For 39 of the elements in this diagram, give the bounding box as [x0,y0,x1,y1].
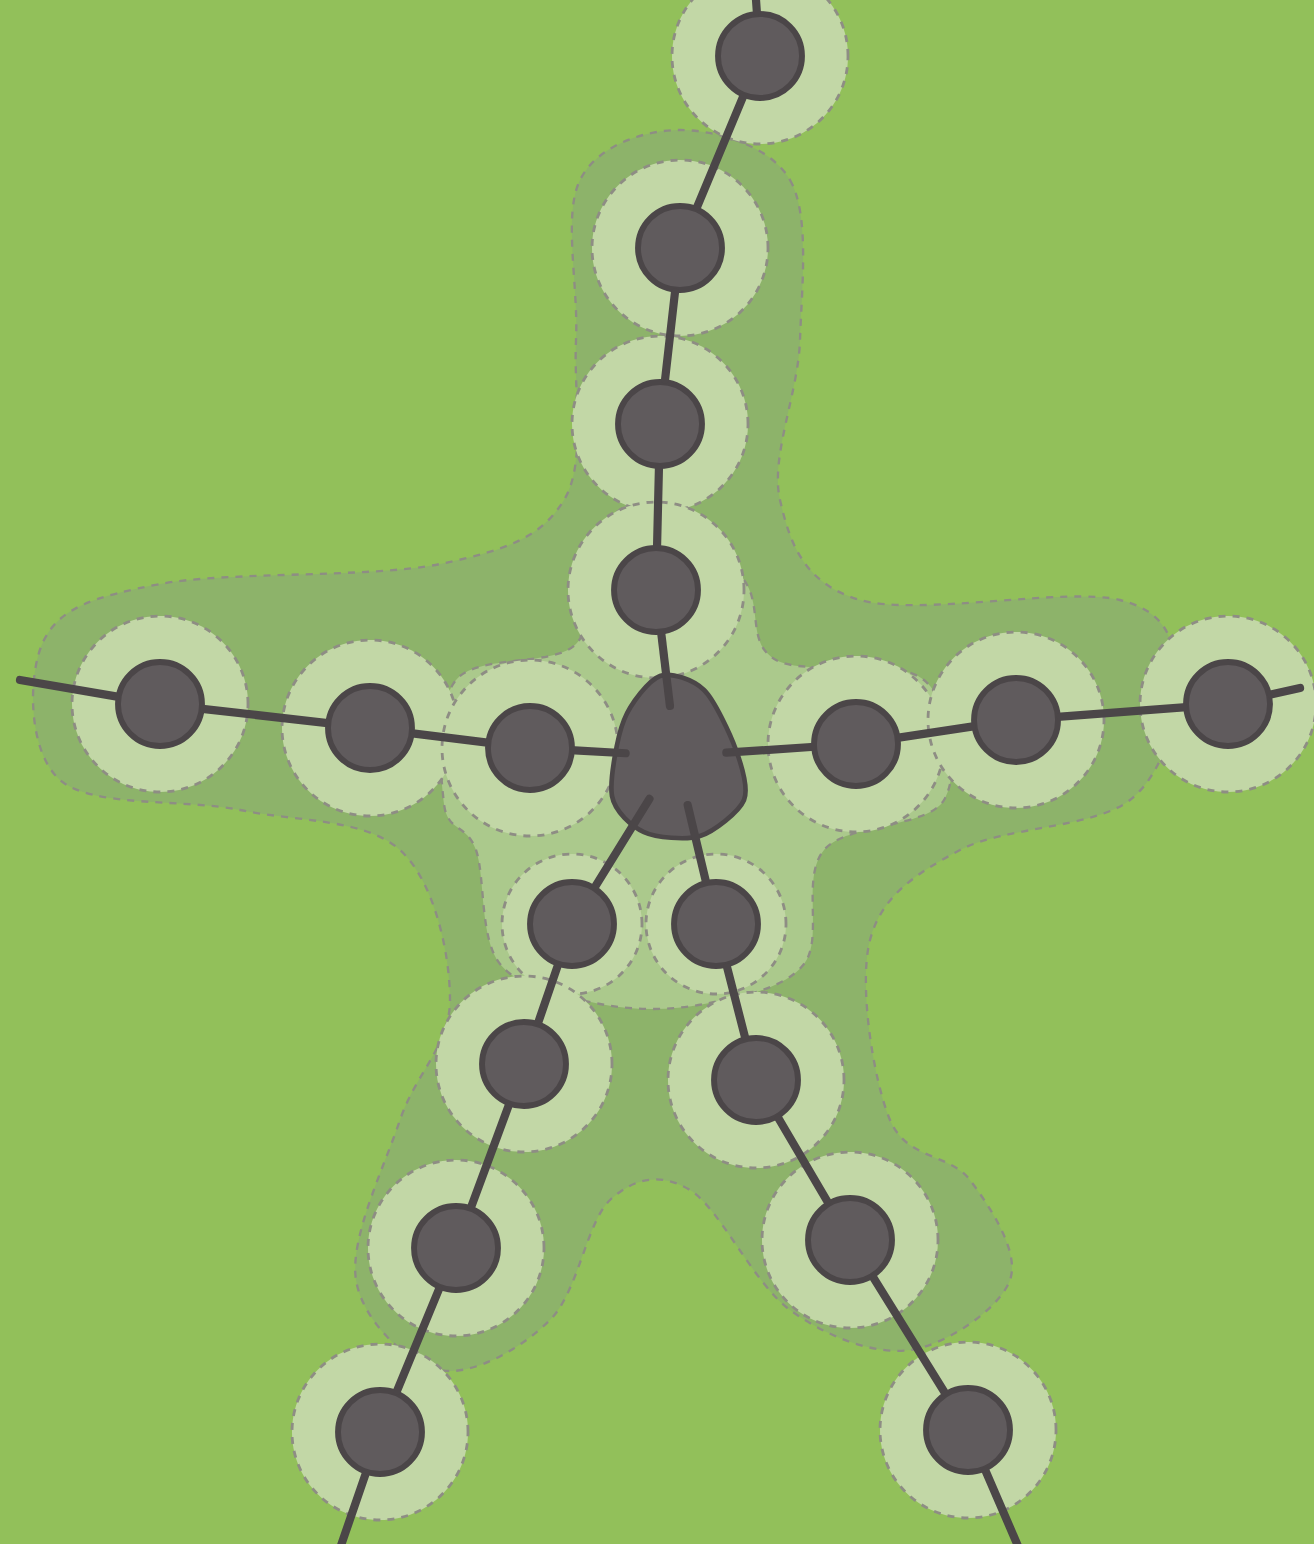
trail-line [1056,703,1188,721]
central-blob [609,672,748,841]
marker-circle [644,852,788,996]
trail-line [200,705,330,727]
marker-circle [760,1150,940,1330]
trail-line [15,675,120,701]
trail-line [331,1470,370,1544]
marker-circle [926,630,1106,810]
trail-line [722,742,816,757]
marker-circle [434,974,614,1154]
marker-circle [878,1340,1058,1520]
marker-circle [500,852,644,996]
trail-line [683,801,710,885]
marker-circle [70,614,250,794]
trail-line [653,464,663,550]
trail-line [467,1102,513,1210]
trail-line [723,963,749,1041]
trail-line [657,630,675,710]
marker-circle [590,158,770,338]
trail-line [410,729,490,747]
marker-circle [566,500,746,680]
marker-circle [766,654,946,834]
trail-line [774,1114,832,1206]
marker-circle [1138,614,1314,794]
marker-circle [290,1342,470,1522]
trail-line [1267,683,1305,699]
marker-circle [280,638,460,818]
trail-line [534,962,562,1026]
trail-line [751,0,761,16]
trail-line [869,1274,949,1396]
trail-line [693,93,747,211]
trail-line [896,722,976,742]
marker-circle [440,658,620,838]
marker-circle [366,1158,546,1338]
marker-circle [666,990,846,1170]
marker-circle [570,334,750,514]
trail-line [570,746,630,758]
trail-line [661,288,680,384]
trail-line [393,1285,443,1395]
